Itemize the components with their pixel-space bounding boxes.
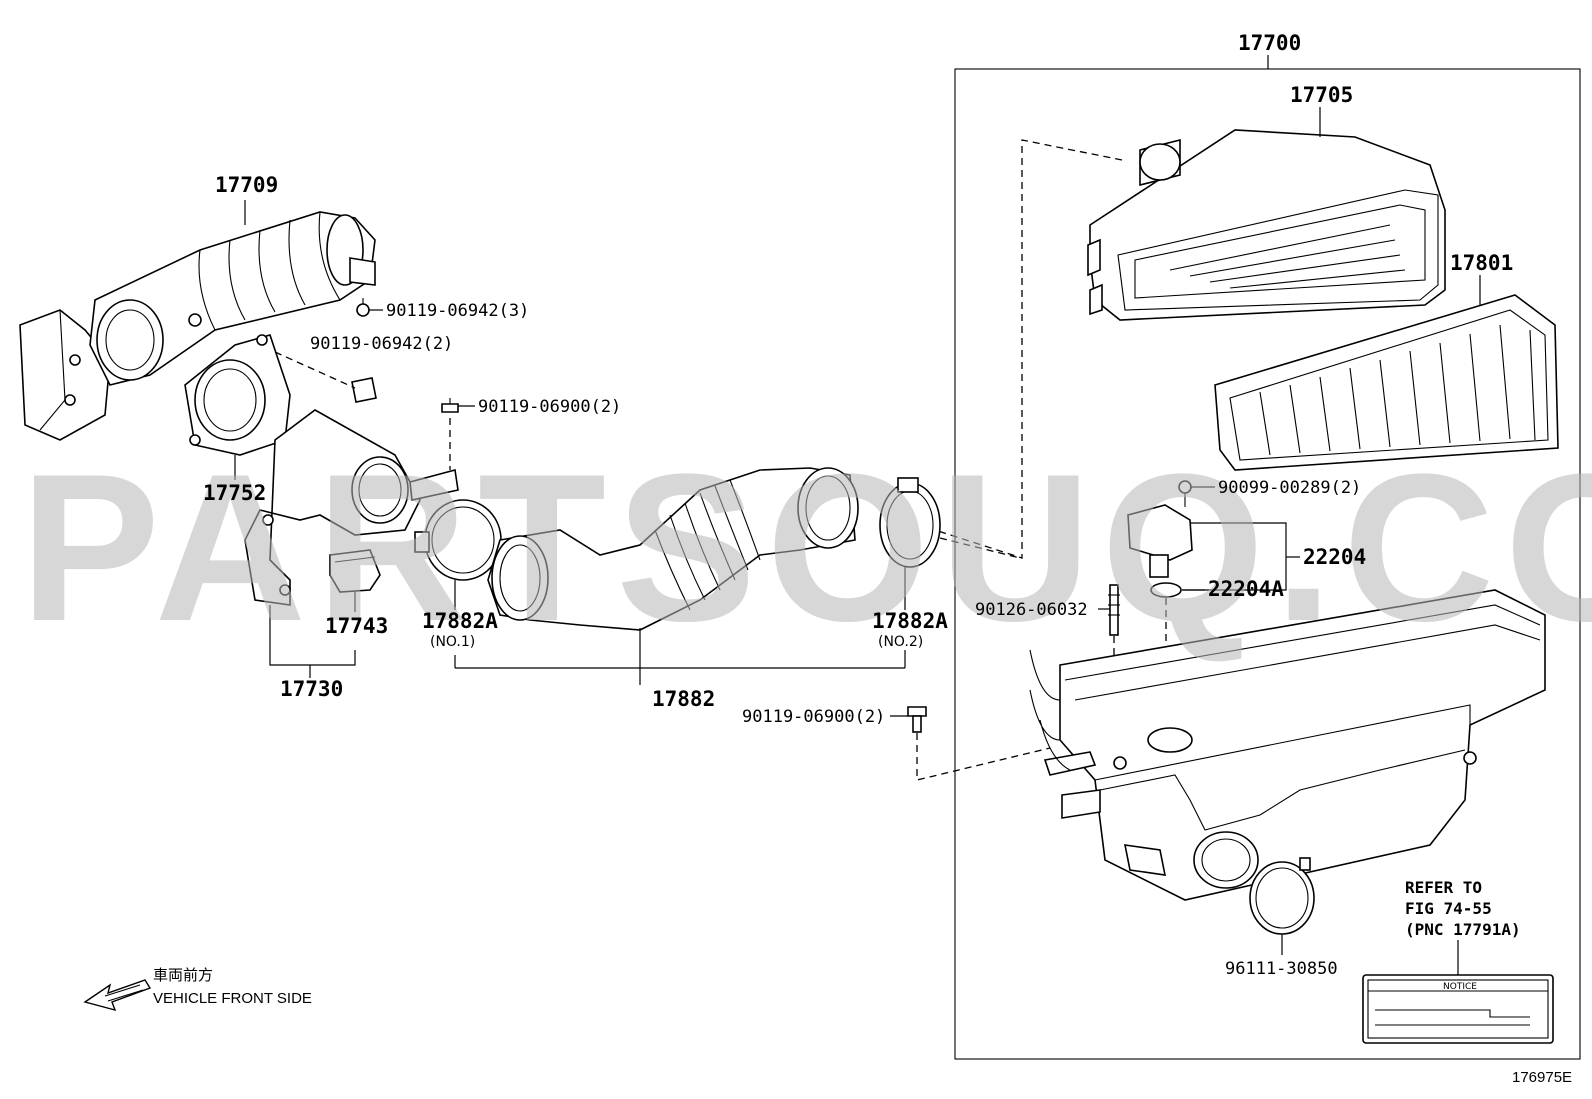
air-hose-17882 xyxy=(487,467,859,631)
refer-line-2: FIG 74-55 xyxy=(1405,899,1492,918)
bolt-90119-06900-bottom xyxy=(907,706,927,733)
bracket-17882 xyxy=(454,650,906,669)
front-side-en: VEHICLE FRONT SIDE xyxy=(153,990,312,1007)
label-90119-06900-bottom: 90119-06900(2) xyxy=(742,707,885,727)
front-arrow-icon xyxy=(83,979,152,1012)
intake-bracket-left xyxy=(19,309,111,441)
clamp-96111 xyxy=(1249,857,1315,935)
air-cleaner-cap-17705 xyxy=(1087,129,1446,321)
refer-line-3: (PNC 17791A) xyxy=(1405,920,1521,939)
label-17882A-no1-sub: (NO.1) xyxy=(430,634,475,650)
label-17709: 17709 xyxy=(215,173,278,197)
label-17705: 17705 xyxy=(1290,83,1353,107)
label-22204A: 22204A xyxy=(1208,577,1284,601)
airflow-sensor-22204 xyxy=(1127,480,1193,598)
label-96111-30850: 96111-30850 xyxy=(1225,959,1338,979)
label-90126-06032: 90126-06032 xyxy=(975,600,1088,620)
bolt-90119-06900-top xyxy=(441,398,459,413)
label-90119-06942-3: 90119-06942(3) xyxy=(386,301,529,321)
dashed-connection-left xyxy=(934,139,1123,559)
label-17752: 17752 xyxy=(203,481,266,505)
dashed-90119-06942-2 xyxy=(274,351,356,389)
label-17882: 17882 xyxy=(652,687,715,711)
notice-text: NOTICE xyxy=(1443,982,1477,992)
label-17743: 17743 xyxy=(325,614,388,638)
label-90119-06942-2: 90119-06942(2) xyxy=(310,334,453,354)
front-side-jp: 車両前方 xyxy=(153,967,213,984)
bolt-90119-06942-2 xyxy=(351,377,377,403)
cushion-17743 xyxy=(329,549,381,593)
watermark: PARTSOUQ.COM xyxy=(20,430,1592,665)
label-90099-00289: 90099-00289(2) xyxy=(1218,478,1361,498)
bolt-90119-06942-3 xyxy=(356,298,370,317)
intake-duct-17752 xyxy=(184,334,291,456)
intake-hose-17709 xyxy=(89,211,376,386)
label-17882A-no2-sub: (NO.2) xyxy=(878,634,923,650)
refer-line-1: REFER TO xyxy=(1405,878,1482,897)
label-22204: 22204 xyxy=(1303,545,1366,569)
label-17882A-no1: 17882A xyxy=(422,609,498,633)
label-90119-06900-top: 90119-06900(2) xyxy=(478,397,621,417)
dashed-lower-bolt xyxy=(916,733,1051,781)
label-17801: 17801 xyxy=(1450,251,1513,275)
air-cleaner-case xyxy=(1029,589,1546,901)
figure-id: 176975E xyxy=(1512,1069,1572,1086)
intake-pipe-17730 xyxy=(244,409,459,606)
bracket-17730 xyxy=(269,605,356,666)
stud-bolt-90126 xyxy=(1108,584,1120,636)
label-17730: 17730 xyxy=(280,677,343,701)
air-filter-17801 xyxy=(1214,294,1559,471)
clamp-17882A-no2 xyxy=(879,477,941,568)
label-17700: 17700 xyxy=(1238,31,1301,55)
dashed-clamp-no2 xyxy=(939,537,1021,559)
label-17882A-no2: 17882A xyxy=(872,609,948,633)
